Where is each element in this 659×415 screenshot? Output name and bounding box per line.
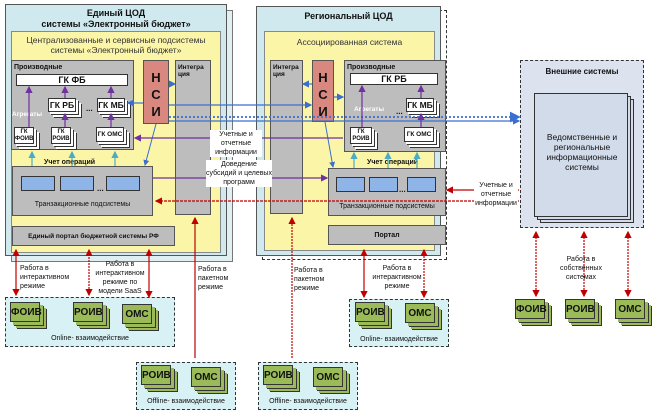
subsidies-label: Доведение субсидий и целевых программ — [206, 160, 272, 187]
left-transaction-label: Транзакционные подсистемы — [34, 201, 131, 208]
online-mid-label: Online- взаимодействие — [360, 336, 438, 343]
regional-derived-label: Производные — [347, 64, 396, 71]
regional-nsi-letter: Н — [318, 70, 328, 85]
offline-mid-roiv: РОИВ — [263, 365, 293, 385]
left-gk-mb: ГК МБ — [97, 98, 125, 112]
work-batch-left-label: Работа в пакетном режиме — [198, 266, 229, 291]
accounting-info-right-label: Учетные и отчетные информации — [474, 181, 518, 208]
left-transaction-module — [60, 176, 94, 191]
external-roiv: РОИВ — [565, 299, 595, 319]
left-central-title-line2: системы «Электронный бюджет» — [50, 45, 182, 55]
external-info-systems-label: Ведомственные и региональные информацион… — [546, 132, 618, 172]
regional-aggregates-label: Агрегаты — [354, 106, 385, 113]
external-info-systems: Ведомственные и региональные информацион… — [534, 93, 628, 217]
online-mid-roiv: РОИВ — [355, 302, 385, 322]
regional-portal-label: Портал — [374, 232, 400, 239]
left-ops-accounting-label: Учет операций — [44, 159, 96, 166]
left-ellipsis: ... — [86, 104, 93, 113]
left-gk-roiv: ГК РОИВ — [51, 127, 71, 144]
regional-nsi-letter: С — [318, 87, 328, 102]
left-nsi-to-transaction — [143, 123, 157, 166]
regional-transaction-module — [369, 177, 398, 192]
offline-left-label: Offline- взаимодействие — [147, 398, 225, 405]
work-batch-mid-label: Работа в пакетном режиме — [294, 267, 325, 292]
regional-transaction-module — [336, 177, 365, 192]
offline-left-roiv: РОИВ — [141, 365, 171, 385]
work-interactive-regional-label: Работа в интерактивном режиме — [372, 265, 422, 290]
external-foiv: ФОИВ — [515, 299, 547, 319]
left-nsi-block: Н С И — [143, 60, 169, 124]
left-cod-title: Единый ЦОД системы «Электронный бюджет» — [6, 8, 226, 30]
left-derived-label: Производные — [14, 64, 63, 71]
work-saas-label: Работа в интерактивном режиме по модели … — [95, 261, 145, 295]
regional-transaction-label: Транзакционные подсистемы — [339, 203, 435, 210]
teal-arrows — [28, 150, 421, 168]
left-central-title-line1: Централизованные и сервисные подсистемы — [26, 35, 206, 45]
online-left-foiv: ФОИВ — [10, 302, 42, 322]
regional-trans-ellipsis: ... — [399, 185, 406, 194]
regional-nsi-block: Н С И — [312, 60, 334, 122]
regional-transaction-box: Транзакционные подсистемы — [328, 168, 446, 216]
left-aggregates-label: Агрегаты — [12, 111, 43, 118]
left-nsi-letter: Н — [151, 70, 161, 85]
work-own-systems-label: Работа в собственных системах — [560, 256, 602, 281]
regional-nsi-letter: И — [318, 104, 328, 119]
regional-ellipsis: ... — [396, 107, 403, 116]
regional-gk-rb: ГК РБ — [350, 73, 438, 85]
online-left-roiv: РОИВ — [73, 302, 103, 322]
left-cod-title-line1: Единый ЦОД — [86, 8, 146, 18]
left-central-title: Централизованные и сервисные подсистемы … — [12, 35, 220, 55]
blue-arrows — [126, 80, 521, 168]
offline-mid-oms: ОМС — [313, 367, 343, 387]
online-left-oms: ОМС — [122, 304, 152, 324]
left-transaction-module — [106, 176, 140, 191]
regional-transaction-module — [407, 177, 436, 192]
regional-gk-oms: ГК ОМС — [404, 127, 434, 142]
regional-integration-label: Интегра ция — [273, 64, 299, 78]
regional-integration-block: Интегра ция — [270, 60, 303, 214]
left-nsi-letter: С — [151, 87, 161, 102]
regional-nsi-to-transaction — [324, 121, 336, 168]
external-systems-title: Внешние системы — [545, 67, 619, 76]
left-gk-fb: ГК ФБ — [16, 74, 128, 86]
left-gk-foiv: ГК ФОИВ — [14, 127, 34, 144]
offline-left-oms: ОМС — [191, 367, 221, 387]
online-mid-oms: ОМС — [405, 303, 435, 323]
left-portal-label: Единый портал бюджетной системы РФ — [28, 233, 159, 240]
left-transaction-box: Транзакционные подсистемы — [12, 166, 153, 216]
external-oms: ОМС — [615, 299, 645, 319]
accounting-info-label: Учетные и отчетные информации — [210, 130, 262, 157]
regional-gk-roiv: ГК РОИВ — [350, 127, 372, 144]
regional-cod-title: Региональный ЦОД — [304, 11, 393, 21]
left-trans-ellipsis: ... — [97, 184, 104, 193]
associated-system-title: Ассоциированная система — [296, 37, 403, 47]
work-interactive-label: Работа в интерактивном режиме — [20, 265, 70, 290]
left-nsi-letter: И — [151, 104, 161, 119]
left-gk-rb: ГК РБ — [48, 98, 76, 112]
left-portal: Единый портал бюджетной системы РФ — [12, 226, 175, 246]
regional-portal: Портал — [328, 225, 446, 245]
left-transaction-module — [21, 176, 55, 191]
offline-mid-label: Offline- взаимодействие — [269, 398, 347, 405]
left-cod-title-line2: системы «Электронный бюджет» — [41, 19, 191, 29]
online-left-label: Online- взаимодействие — [51, 335, 129, 342]
left-integration-label: Интегра ция — [178, 64, 204, 78]
left-gk-oms: ГК ОМС — [96, 127, 124, 142]
regional-ops-accounting-label: Учет операций — [367, 159, 419, 166]
regional-gk-mb: ГК МБ — [406, 98, 434, 112]
